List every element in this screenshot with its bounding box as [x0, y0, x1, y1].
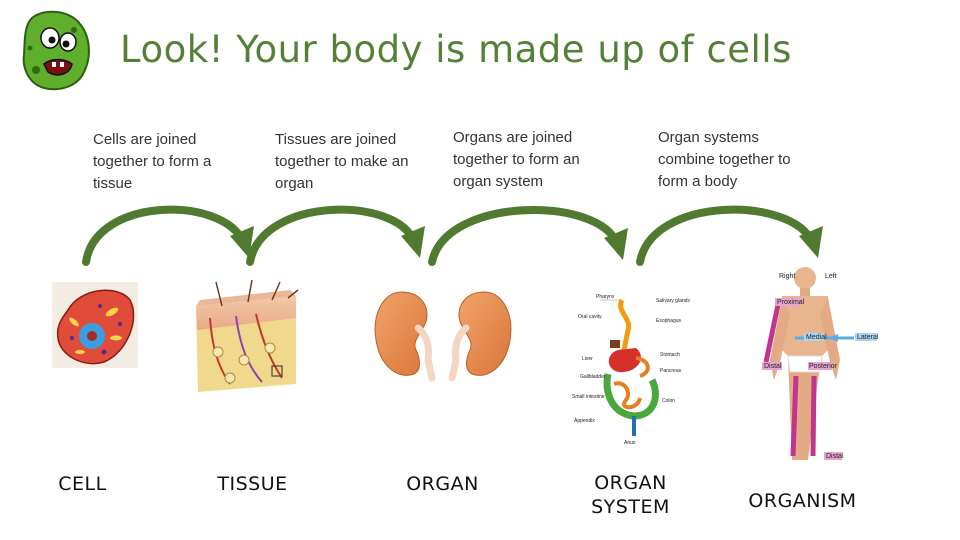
body-label-right: Right [779, 273, 795, 280]
cell-illustration [52, 282, 138, 368]
body-label-distal-bottom: Distal [826, 453, 844, 460]
svg-text:Stomach: Stomach [660, 352, 680, 358]
svg-text:Esophagus: Esophagus [656, 318, 682, 324]
svg-text:Colon: Colon [662, 398, 675, 404]
arrow-tissue-to-organ [246, 205, 425, 266]
digestive-system-illustration: Pharynx Oral cavity Liver Gallbladder Sm… [572, 294, 690, 446]
kidneys-illustration [374, 291, 512, 382]
step-description-tissue: Tissues are joined together to make an o… [275, 131, 409, 192]
body-label-proximal: Proximal [777, 299, 805, 306]
step-description-organ-system: Organ systems combine together to form a… [658, 129, 791, 190]
human-body-illustration: Right Left Proximal Medial Lateral Dista… [762, 267, 879, 460]
page-title: Look! Your body is made up of cells [120, 28, 792, 71]
arrow-system-to-organism [636, 205, 823, 266]
tissue-illustration [196, 279, 299, 392]
step-label-cell: CELL [58, 473, 107, 495]
step-description-cell: Cells are joined together to form a tiss… [93, 131, 212, 192]
svg-text:Pancreas: Pancreas [660, 368, 682, 374]
arrow-organ-to-system [428, 206, 628, 266]
body-label-left: Left [825, 273, 837, 280]
body-label-lateral: Lateral [857, 334, 879, 341]
svg-text:Oral cavity: Oral cavity [578, 314, 602, 320]
step-description-organ: Organs are joined together to form an or… [453, 129, 580, 190]
germ-mascot-icon [22, 10, 90, 91]
step-label-organism: ORGANISM [748, 490, 857, 512]
svg-text:Appendix: Appendix [574, 418, 595, 424]
body-label-distal: Distal [764, 363, 782, 370]
step-label-tissue: TISSUE [217, 473, 288, 495]
svg-text:Anus: Anus [624, 440, 636, 446]
svg-text:Liver: Liver [582, 356, 593, 362]
svg-text:Salivary glands: Salivary glands [656, 298, 690, 304]
svg-text:Pharynx: Pharynx [596, 294, 615, 300]
step-label-organ-system: ORGAN SYSTEM [591, 472, 670, 518]
svg-text:Small intestine: Small intestine [572, 394, 605, 400]
svg-text:Gallbladder: Gallbladder [580, 374, 606, 380]
body-label-posterior: Posterior [809, 363, 838, 370]
body-label-medial: Medial [806, 334, 827, 341]
arrow-cell-to-tissue [82, 205, 254, 266]
step-label-organ: ORGAN [406, 473, 479, 495]
